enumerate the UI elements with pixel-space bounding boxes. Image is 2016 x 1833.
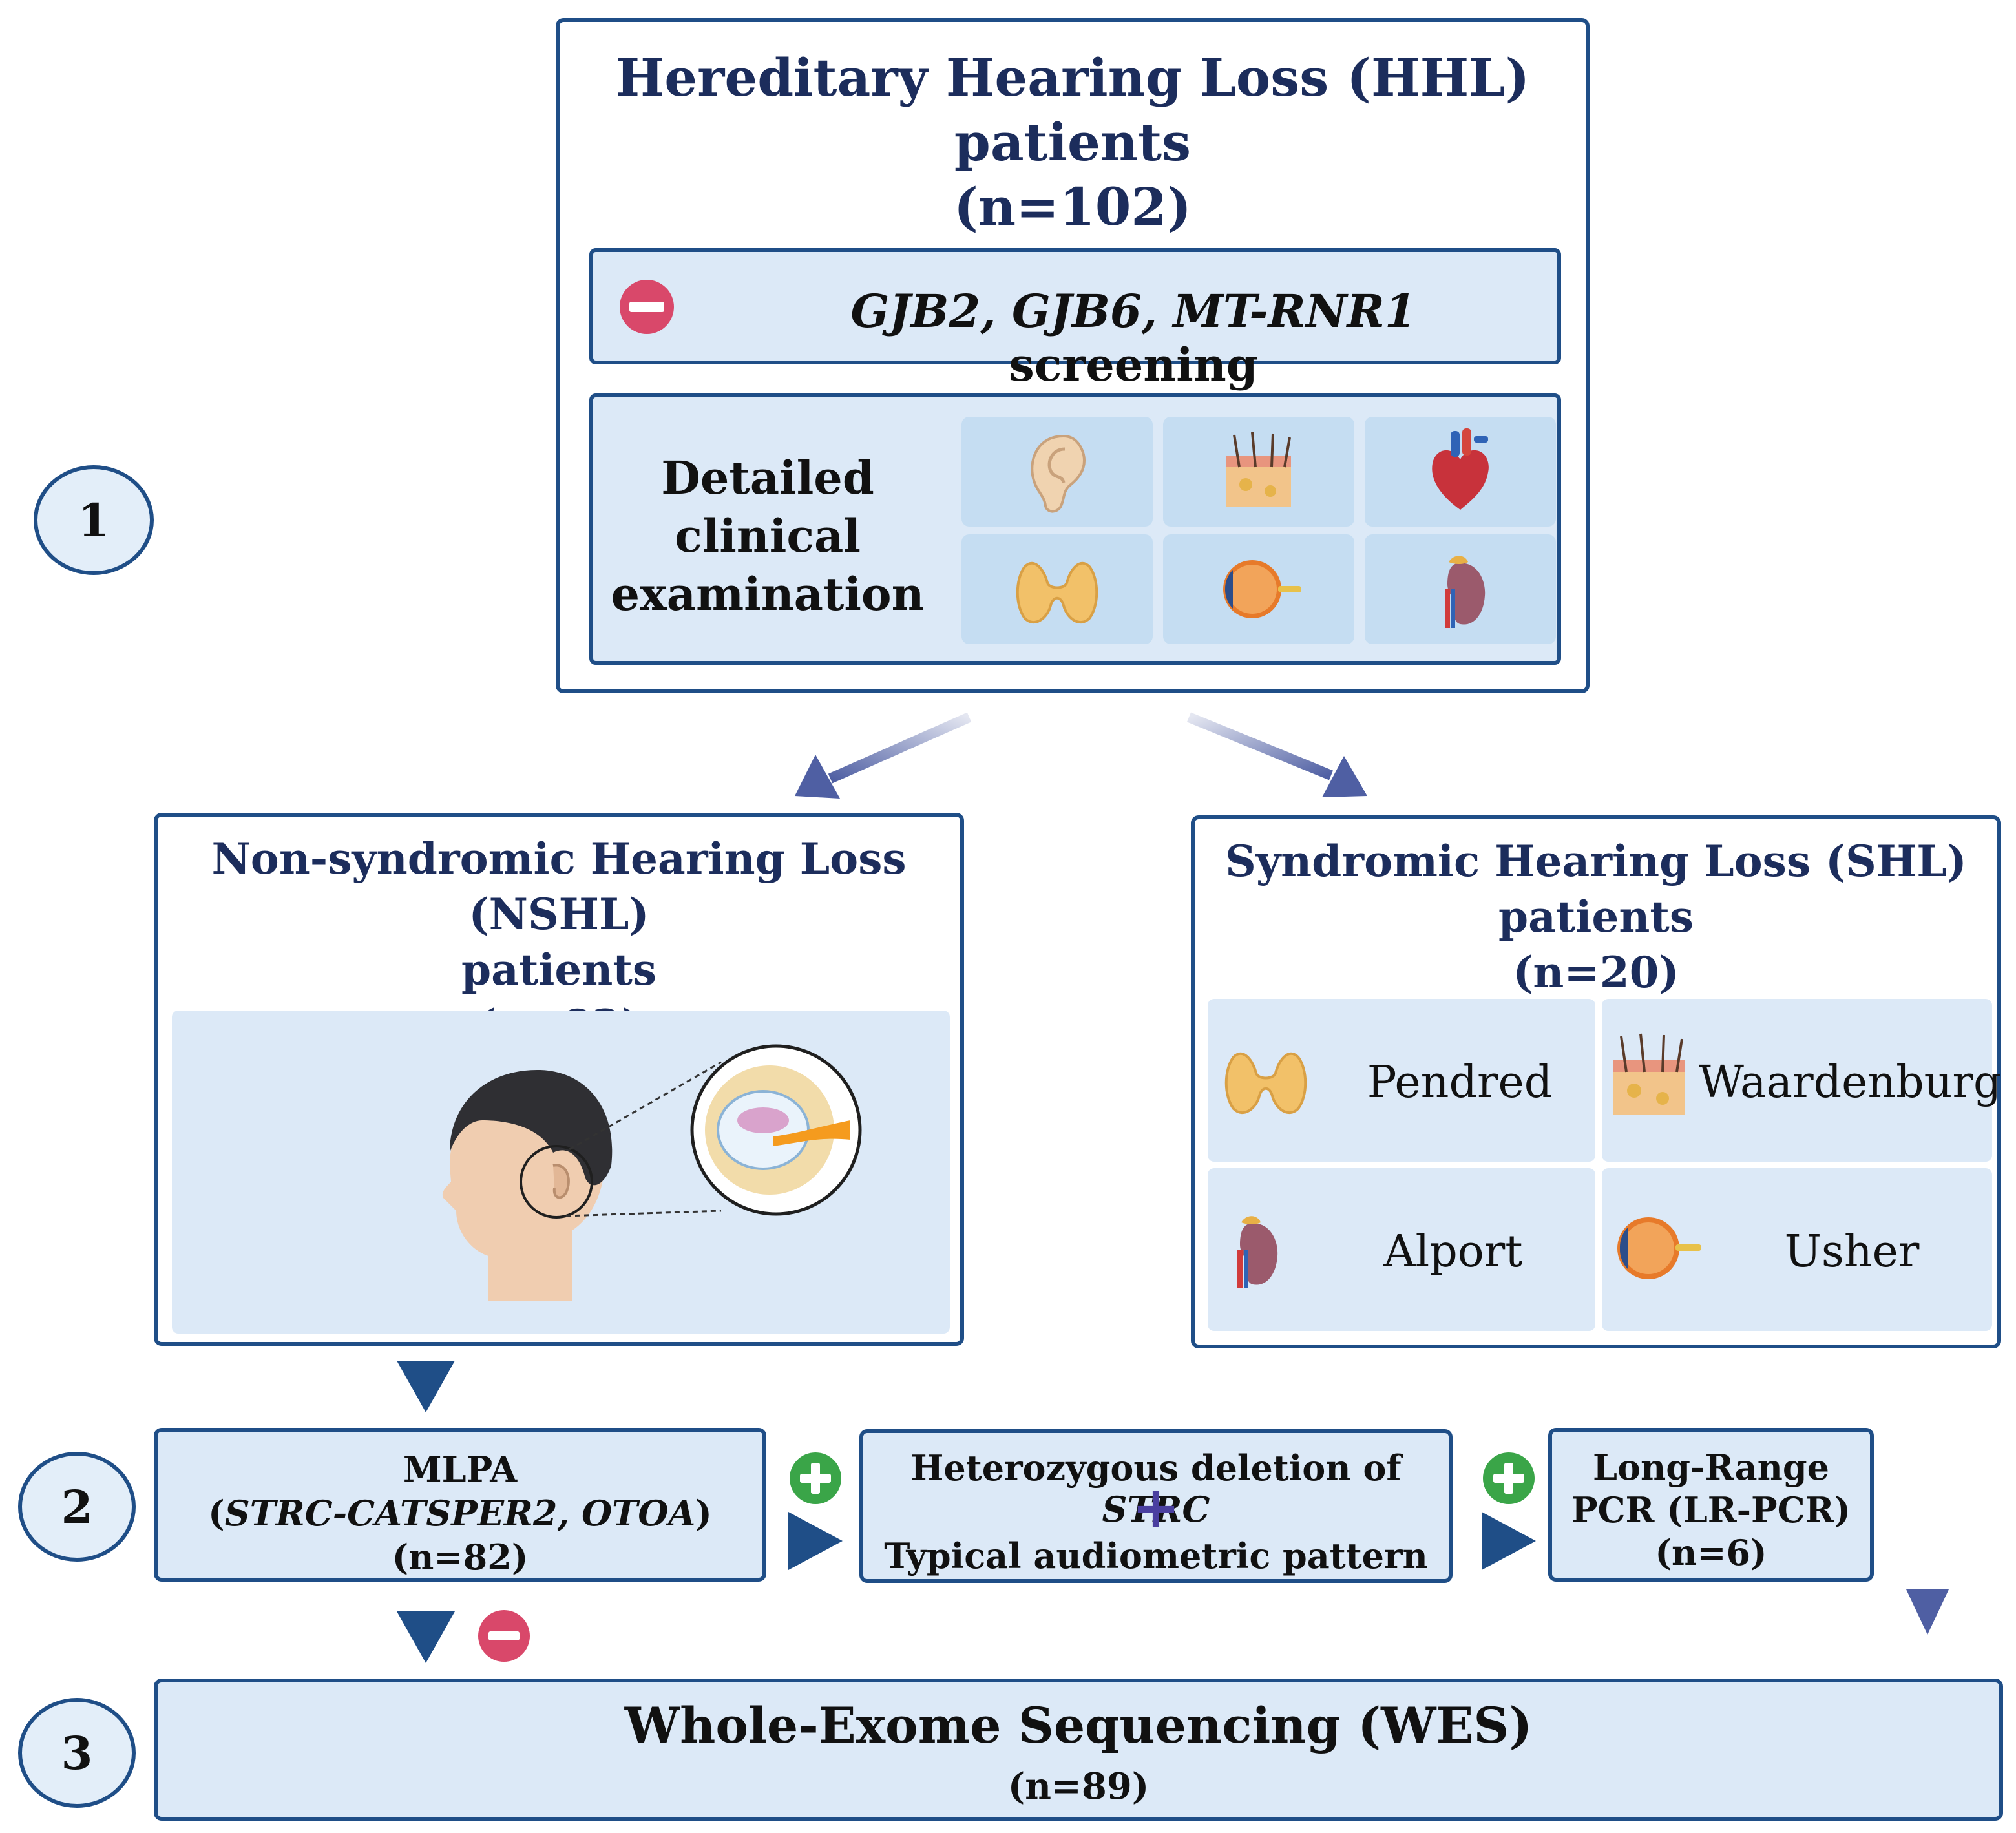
mlpa-genes-line: (STRC-CATSPER2, OTOA): [208, 1493, 712, 1534]
heart-icon: [1432, 428, 1489, 510]
lrpcr-label: Long-Range PCR (LR-PCR) (n=6): [1552, 1446, 1870, 1574]
organ-tile-thyroid: [961, 534, 1153, 644]
mlpa-label: MLPA (STRC-CATSPER2, OTOA) (n=82): [158, 1447, 762, 1579]
plus-circle-icon: [1483, 1452, 1535, 1504]
plus-circle-icon: [790, 1452, 841, 1504]
eye-icon: [1223, 560, 1301, 618]
syndrome-label-waardenburg: Waardenburg: [1699, 1057, 2002, 1108]
nshl-box: Non-syndromic Hearing Loss (NSHL) patien…: [154, 813, 964, 1346]
hhl-count: (n=102): [954, 176, 1192, 237]
step-1-badge: 1: [34, 465, 154, 575]
clinical-line2: clinical: [675, 509, 861, 563]
lrpcr-line2: PCR (LR-PCR): [1571, 1489, 1851, 1531]
shl-title: Syndromic Hearing Loss (SHL) patients (n…: [1195, 833, 1997, 1000]
minus-circle-icon: [478, 1610, 530, 1662]
right-triangle-icon: [788, 1512, 843, 1570]
eye-icon: [1617, 1217, 1701, 1279]
hhl-box: Hereditary Hearing Loss (HHL) patients (…: [556, 18, 1590, 693]
step-3-badge: 3: [18, 1698, 136, 1808]
shl-title-line1: Syndromic Hearing Loss (SHL): [1225, 836, 1967, 886]
nshl-illustration-panel: [172, 1011, 950, 1334]
mlpa-genes: STRC-CATSPER2, OTOA: [224, 1493, 696, 1534]
step-2-number: 2: [61, 1480, 93, 1534]
mlpa-box: MLPA (STRC-CATSPER2, OTOA) (n=82): [154, 1428, 766, 1582]
organ-tile-skin: [1163, 417, 1354, 527]
hhl-title-line1: Hereditary Hearing Loss (HHL): [615, 47, 1530, 108]
clinical-line3: examination: [611, 567, 925, 621]
syndrome-label-alport: Alport: [1383, 1226, 1523, 1277]
mlpa-line1: MLPA: [403, 1449, 518, 1490]
organ-tile-kidney: [1365, 534, 1556, 644]
step-3-number: 3: [61, 1726, 93, 1780]
wes-box: Whole-Exome Sequencing (WES) (n=89): [154, 1679, 2003, 1821]
ear-icon: [1031, 434, 1086, 513]
lrpcr-count: (n=6): [1655, 1532, 1767, 1573]
syndrome-label-usher: Usher: [1784, 1226, 1920, 1277]
nshl-title-line1: Non-syndromic Hearing Loss (NSHL): [211, 833, 907, 939]
down-triangle-icon: [397, 1361, 455, 1412]
shl-box: Syndromic Hearing Loss (SHL) patients (n…: [1191, 815, 2002, 1348]
wes-count: (n=89): [1007, 1765, 1150, 1808]
shl-count: (n=20): [1513, 947, 1679, 998]
skin-icon: [1613, 1033, 1685, 1115]
kidney-icon: [1445, 556, 1486, 628]
nshl-title-line2: patients: [461, 945, 657, 995]
screening-word: screening: [1009, 338, 1258, 392]
skin-icon: [1226, 432, 1291, 507]
clinical-line1: Detailed: [661, 451, 874, 505]
lrpcr-line1: Long-Range: [1593, 1447, 1829, 1488]
organ-tile-ear: [961, 417, 1153, 527]
screening-genes: GJB2, GJB6, MT-RNR1: [850, 284, 1416, 338]
head-inner-ear-illustration: [442, 1044, 862, 1301]
organ-tile-eye: [1163, 534, 1354, 644]
minus-circle-icon: [620, 280, 674, 334]
criteria-plus: +: [1131, 1473, 1181, 1542]
shl-title-line2: patients: [1498, 892, 1694, 942]
mlpa-count: (n=82): [392, 1536, 529, 1578]
syndrome-tile-alport: Alport: [1208, 1168, 1595, 1331]
criteria-box: Heterozygous deletion of STRC + Typical …: [859, 1429, 1453, 1583]
screening-panel: GJB2, GJB6, MT-RNR1 screening: [589, 248, 1561, 392]
syndrome-tile-waardenburg: Waardenburg: [1602, 999, 2002, 1162]
step-2-badge: 2: [18, 1452, 136, 1562]
thyroid-icon: [1016, 561, 1098, 623]
syndrome-label-pendred: Pendred: [1367, 1057, 1553, 1108]
hhl-title: Hereditary Hearing Loss (HHL) patients (…: [560, 45, 1586, 239]
syndrome-tile-pendred: Pendred: [1208, 999, 1595, 1162]
kidney-icon: [1237, 1216, 1278, 1288]
thyroid-icon: [1224, 1052, 1307, 1114]
clinical-label: Detailed clinical examination: [606, 449, 929, 623]
right-triangle-icon: [1482, 1512, 1536, 1570]
step-1-number: 1: [78, 493, 110, 547]
syndrome-tile-usher: Usher: [1602, 1168, 1992, 1331]
clinical-panel: Detailed clinical examination: [589, 393, 1561, 665]
down-triangle-icon: [397, 1611, 455, 1663]
organ-tile-heart: [1365, 417, 1556, 527]
screening-label: GJB2, GJB6, MT-RNR1 screening: [722, 284, 1544, 392]
criteria-line2: Typical audiometric pattern: [884, 1535, 1428, 1576]
criteria-gene: STRC: [1102, 1489, 1210, 1530]
hhl-title-line2: patients: [954, 112, 1192, 173]
criteria-prefix: Heterozygous deletion of: [910, 1447, 1402, 1489]
lrpcr-box: Long-Range PCR (LR-PCR) (n=6): [1548, 1428, 1874, 1582]
criteria-line1: Heterozygous deletion of STRC: [863, 1447, 1449, 1530]
wes-title: Whole-Exome Sequencing (WES): [624, 1697, 1533, 1754]
